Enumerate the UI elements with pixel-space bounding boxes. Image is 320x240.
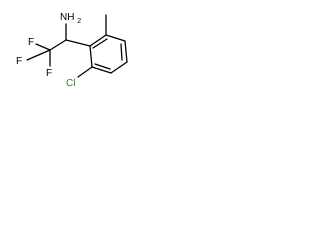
label-nh2-subscript: 2: [77, 18, 81, 25]
ring-bond-6: [89, 45, 93, 68]
ring-bond-5: [91, 66, 112, 74]
label-f-left: F: [16, 56, 22, 67]
bond-c2-f-left: [26, 49, 51, 61]
bond-ring-cl: [77, 66, 93, 78]
ring-bond-3: [124, 40, 128, 63]
label-cl: Cl: [66, 78, 75, 89]
bond-c2-f-top: [35, 43, 51, 51]
bond-c1-ring: [65, 39, 91, 47]
ring-bond-1: [89, 34, 107, 47]
label-nh2-main: NH: [60, 12, 74, 23]
label-f-top: F: [28, 37, 34, 48]
molecule-structure: NH 2 F F F Cl: [16, 12, 128, 89]
ring-bond-1-inner: [92, 38, 108, 49]
label-nh2: NH 2: [60, 12, 81, 25]
atom-labels: NH 2 F F F Cl: [16, 12, 81, 89]
bond-c1-c2: [49, 39, 67, 51]
ring-bond-3-inner: [120, 43, 123, 61]
label-f-bottom: F: [46, 68, 52, 79]
ring-bond-2: [105, 34, 126, 42]
bonds: [26, 14, 128, 78]
ring-bond-4: [110, 61, 128, 74]
ring-bond-5-inner: [94, 63, 111, 70]
